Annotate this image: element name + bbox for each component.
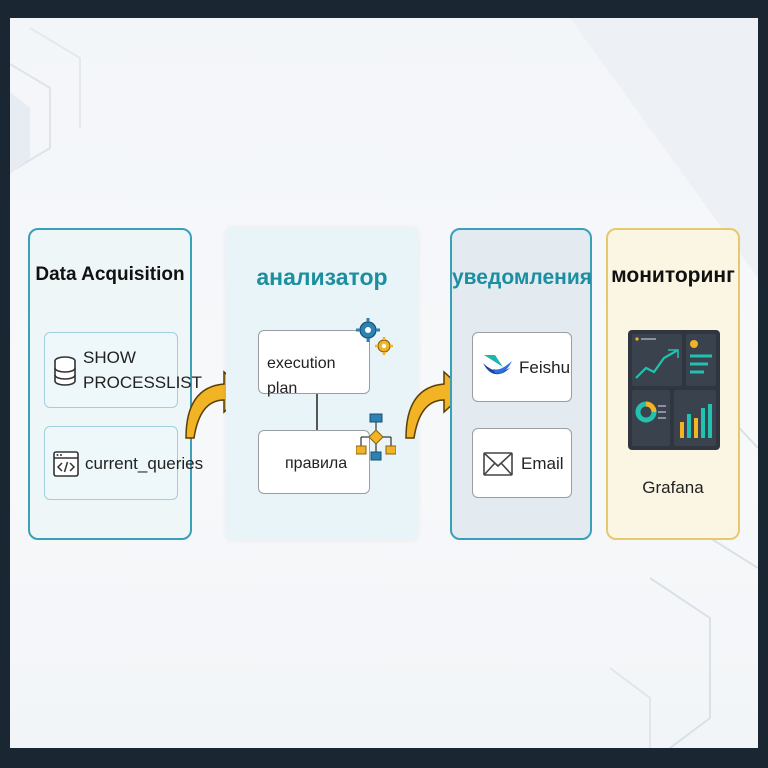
card-label: Feishu <box>519 358 571 377</box>
stage-notifications: уведомления Feishu Email <box>450 228 592 540</box>
stage-title: уведомления <box>452 266 592 289</box>
card-label: Email <box>521 454 564 473</box>
card-label: execution plan <box>267 355 336 397</box>
card-execution-plan: execution plan <box>258 330 370 397</box>
connector-line <box>316 394 318 430</box>
flowchart-icon <box>356 413 396 461</box>
code-window-icon <box>53 451 79 477</box>
grafana-label: Grafana <box>642 478 704 497</box>
dashboard-icon <box>628 330 720 450</box>
card-email: Email <box>472 428 572 498</box>
stage-title: анализатор <box>256 264 388 290</box>
card-label-line2: PROCESSLIST <box>83 373 203 392</box>
card-rules: правила <box>258 430 370 494</box>
gears-icon <box>356 318 393 355</box>
stage-title: Data Acquisition <box>35 264 185 285</box>
stage-analyzer: анализатор execution plan правила <box>226 228 418 540</box>
card-current-queries: current_queries <box>44 426 203 500</box>
feishu-logo-icon <box>483 355 512 375</box>
card-label-line1: SHOW <box>83 348 136 367</box>
stage-data-acquisition: Data Acquisition SHOW PROCESSLIST curren… <box>28 228 203 540</box>
card-feishu: Feishu <box>472 332 572 402</box>
card-label: правила <box>285 455 348 472</box>
stage-title: мониторинг <box>611 264 735 287</box>
stage-monitoring: мониторинг <box>606 228 740 540</box>
envelope-icon <box>483 452 513 476</box>
card-show-processlist: SHOW PROCESSLIST <box>44 332 202 408</box>
card-label: current_queries <box>85 454 204 473</box>
diagram-canvas: Data Acquisition SHOW PROCESSLIST curren… <box>10 18 758 748</box>
database-icon <box>54 356 76 386</box>
